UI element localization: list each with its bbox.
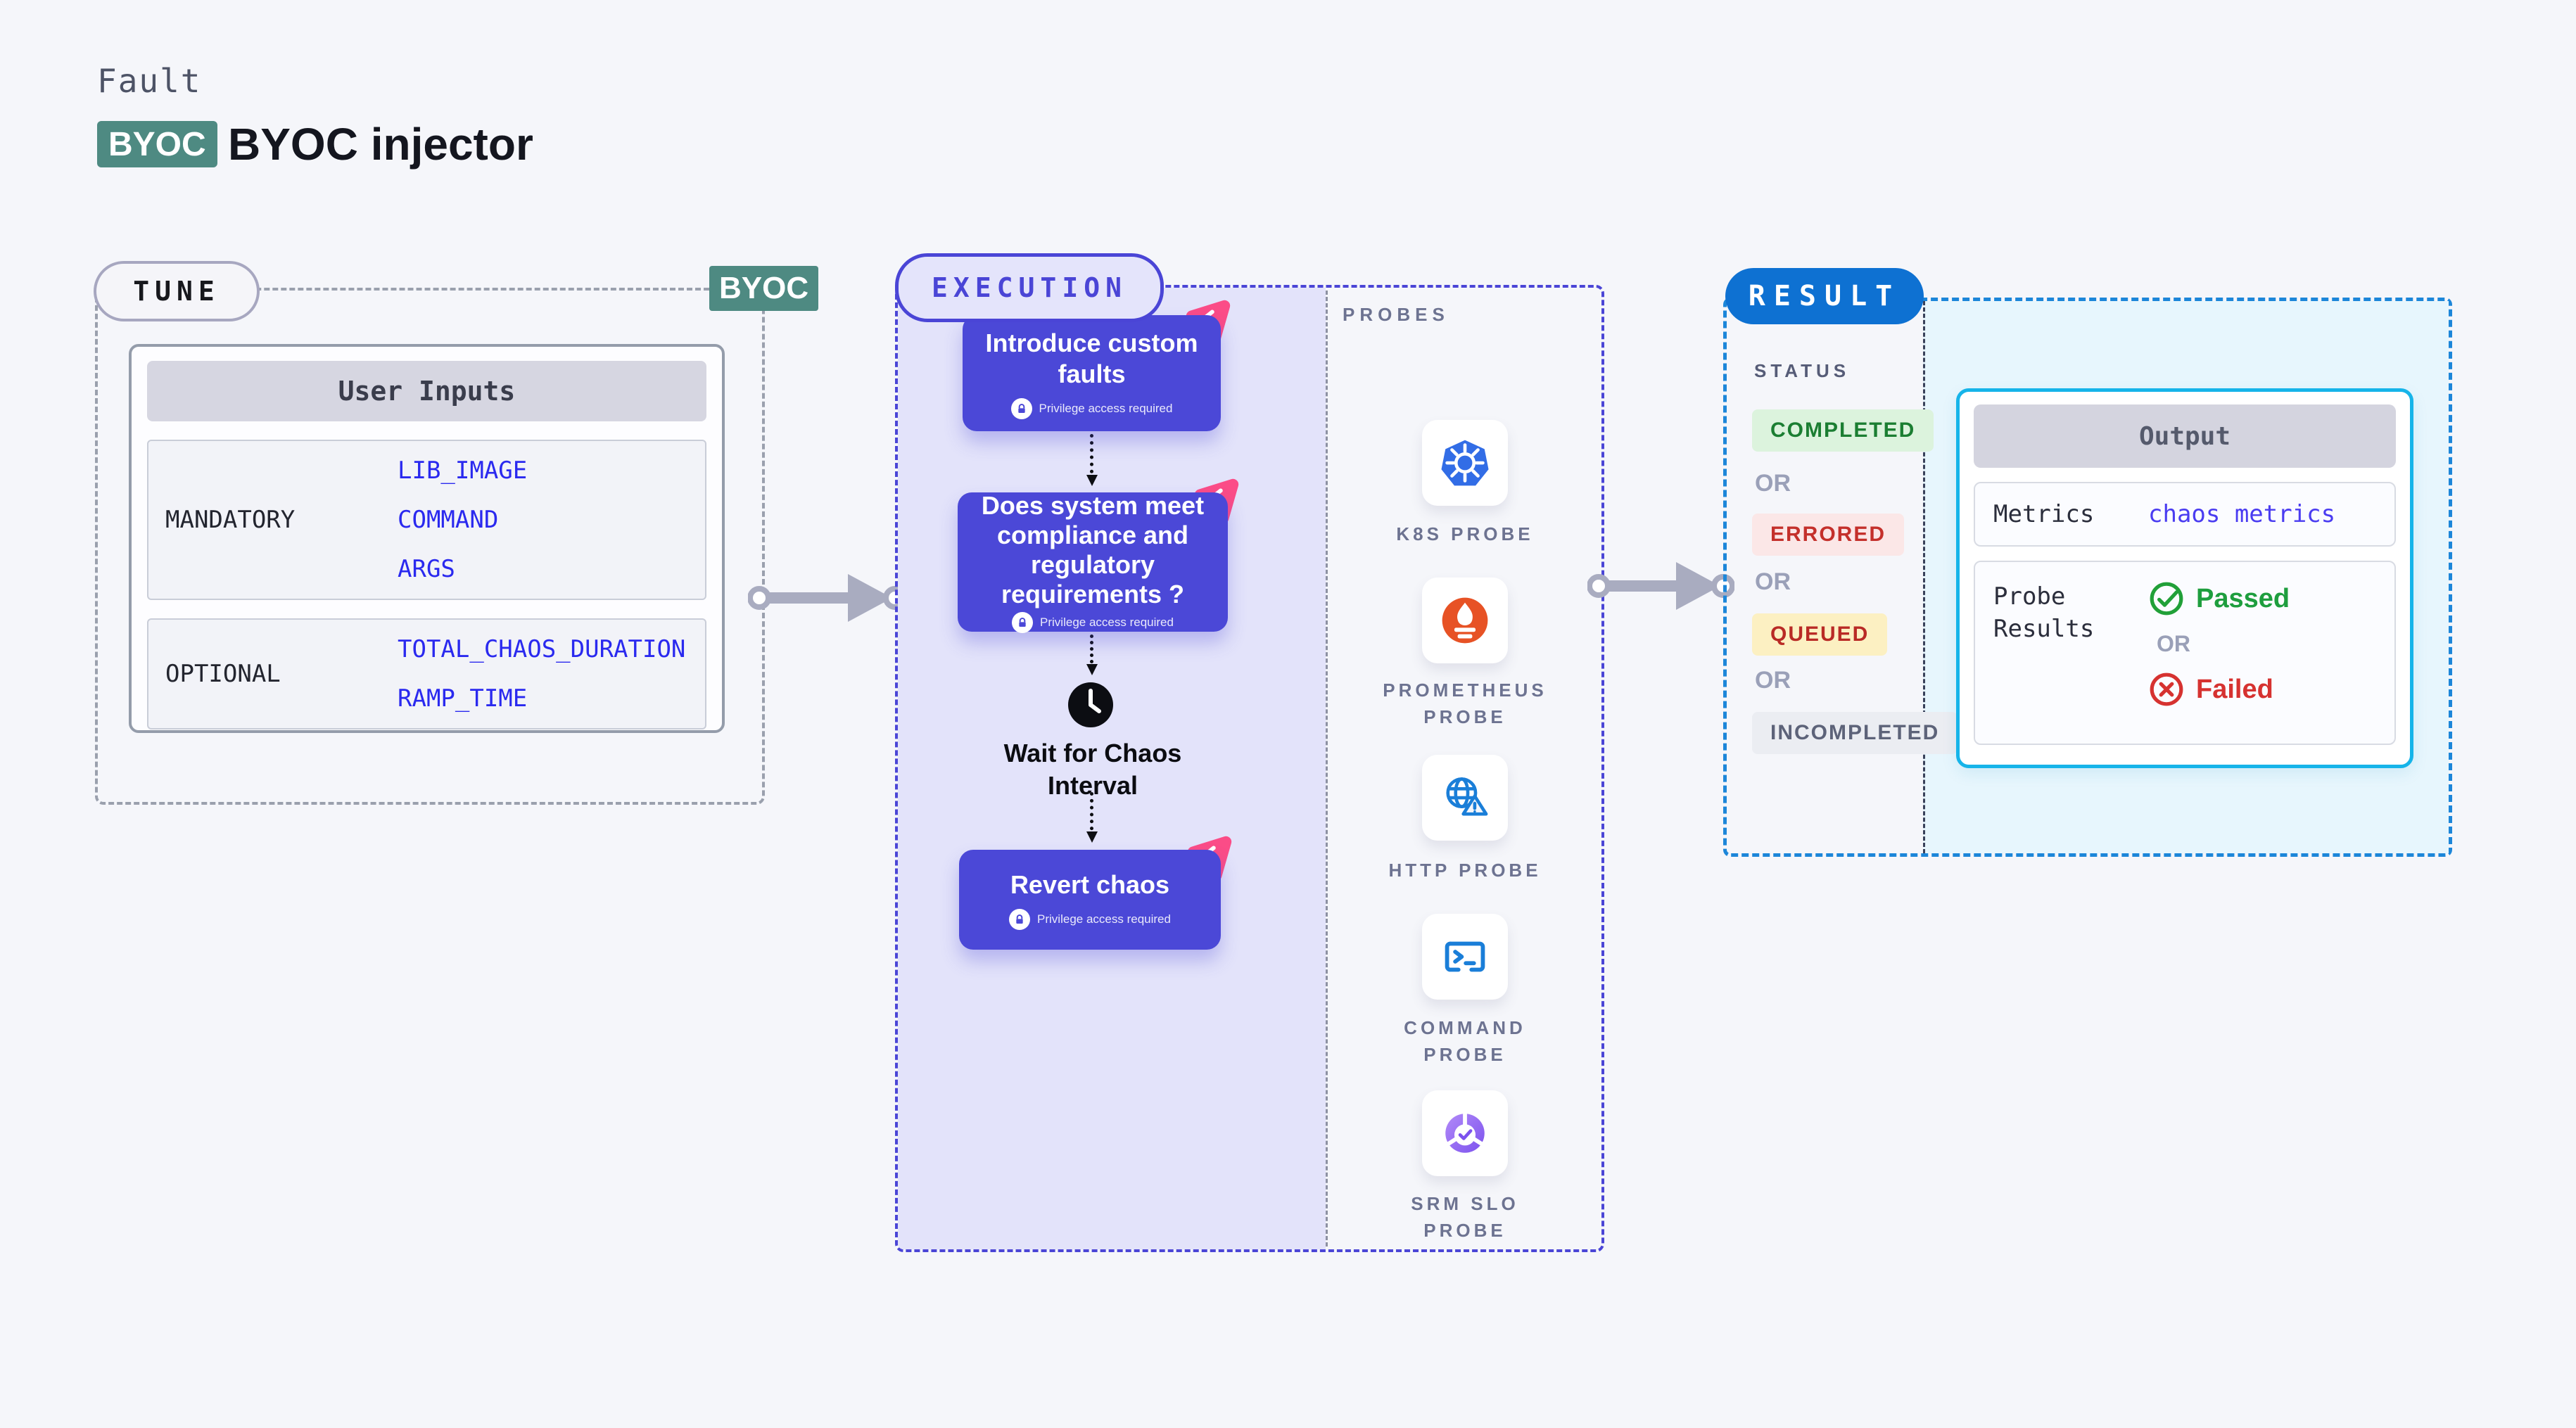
status-column-title: STATUS [1754,360,1851,381]
prometheus-probe-tile [1422,578,1508,663]
probes-column-title: PROBES [1343,304,1449,325]
execution-flow-panel [898,288,1326,1249]
privilege-badge: Privilege access required [970,909,1210,930]
mandatory-values: LIB_IMAGE COMMAND ARGS [398,457,527,583]
http-globe-icon [1446,777,1488,816]
param-ramp-time: RAMP_TIME [398,684,528,713]
param-total-chaos-duration: TOTAL_CHAOS_DURATION [398,635,686,663]
param-command: COMMAND [398,506,499,534]
slo-check-icon [1445,1111,1485,1153]
status-output-divider [1923,301,1925,853]
param-args: ARGS [398,555,455,583]
user-inputs-card: User Inputs MANDATORY LIB_IMAGE COMMAND … [129,344,725,733]
flow-dotted-arrow [1086,434,1098,486]
tune-section-box [95,288,765,805]
passed-outcome: Passed [2148,580,2290,617]
status-badge-incompleted: INCOMPLETED [1752,712,1958,754]
status-badge-errored: ERRORED [1752,514,1905,556]
step-title: Revert chaos [1010,870,1170,899]
command-probe-tile [1422,914,1508,1000]
passed-label: Passed [2196,583,2290,613]
kubernetes-icon [1441,440,1489,486]
or-separator: OR [1755,470,1791,497]
step-compliance-question: Does system meet compliance and regulato… [958,491,1228,633]
x-circle-icon [2150,672,2183,706]
optional-row: OPTIONAL TOTAL_CHAOS_DURATION RAMP_TIME [147,618,706,729]
result-section-pill: RESULT [1725,268,1924,324]
privilege-text: Privilege access required [1037,912,1171,926]
command-probe-label: COMMAND PROBE [1404,1017,1526,1065]
step-revert-chaos: Revert chaos Privilege access required [959,850,1221,950]
probe-results-row: Probe Results Passed OR Failed [1974,561,2396,745]
metrics-value: chaos metrics [2148,500,2336,528]
optional-label: OPTIONAL [165,660,281,688]
privilege-text: Privilege access required [1039,401,1173,415]
fault-category-label: Fault [97,62,202,100]
execution-to-result-arrow-icon [1587,562,1734,610]
k8s-probe-tile [1422,420,1508,506]
page-title: BYOC injector [228,119,533,170]
lock-icon [1010,397,1032,419]
status-badge-completed: COMPLETED [1752,409,1934,452]
metrics-row: Metrics chaos metrics [1974,482,2396,547]
http-probe-label: HTTP PROBE [1388,860,1542,881]
tune-section-pill: TUNE [94,261,260,321]
privilege-badge: Privilege access required [969,612,1217,633]
tune-to-execution-arrow-icon [748,574,906,622]
step-introduce-custom-faults: Introduce custom faults Privilege access… [963,315,1221,431]
execution-section-box [895,285,1604,1252]
byoc-corner-badge: BYOC [709,266,819,311]
lock-icon [1009,909,1031,930]
execution-probes-divider [1326,291,1328,1247]
k8s-probe-label: K8S PROBE [1396,523,1534,544]
user-inputs-title: User Inputs [147,361,706,421]
srm-slo-probe-tile [1422,1090,1508,1176]
privilege-text: Privilege access required [1040,616,1174,629]
mandatory-row: MANDATORY LIB_IMAGE COMMAND ARGS [147,440,706,600]
status-badge-queued: QUEUED [1752,613,1888,656]
metrics-label: Metrics [1993,500,2095,528]
byoc-header-badge: BYOC [97,121,217,167]
prometheus-icon [1442,597,1488,644]
step-title: Introduce custom faults [985,328,1198,388]
execution-section-pill: EXECUTION [895,253,1164,322]
flow-dotted-arrow [1086,635,1098,675]
prometheus-probe-label: PROMETHEUS PROBE [1383,680,1547,727]
privilege-badge: Privilege access required [974,397,1210,419]
probe-outcomes: Passed OR Failed [2148,580,2290,729]
or-separator: OR [2157,631,2190,656]
optional-values: TOTAL_CHAOS_DURATION RAMP_TIME [398,635,685,713]
or-separator: OR [1755,667,1791,694]
param-lib-image: LIB_IMAGE [398,457,528,485]
mandatory-label: MANDATORY [165,506,296,534]
step-title: Does system meet compliance and regulato… [981,491,1205,608]
http-probe-tile [1422,755,1508,841]
output-card: Output Metrics chaos metrics Probe Resul… [1956,388,2413,768]
flow-dotted-arrow [1086,792,1098,843]
lock-icon [1012,612,1034,633]
failed-outcome: Failed [2148,671,2290,708]
check-circle-icon [2150,582,2183,616]
failed-label: Failed [2196,674,2273,704]
clock-icon [1068,682,1113,727]
probe-results-label: Probe Results [1993,582,2095,643]
terminal-icon [1445,941,1485,972]
or-separator: OR [1755,568,1791,595]
srm-slo-probe-label: SRM SLO PROBE [1411,1193,1519,1241]
output-title: Output [1974,404,2396,468]
